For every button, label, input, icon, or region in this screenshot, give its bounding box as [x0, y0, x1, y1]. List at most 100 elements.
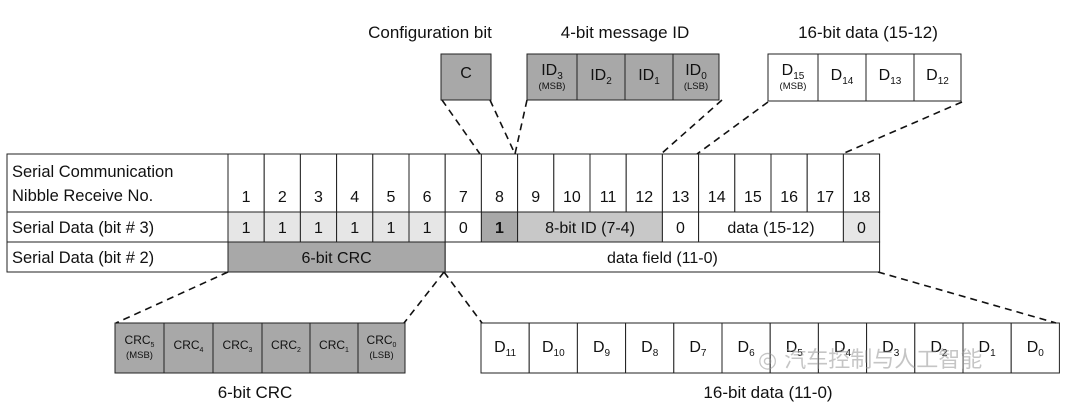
data-hi-box-label: D14	[831, 67, 854, 87]
nibble-number: 1	[242, 189, 251, 206]
row-header-nibble-line1: Serial Communication	[12, 163, 173, 181]
bit3-value: 8-bit ID (7-4)	[545, 220, 635, 237]
nibble-number: 10	[563, 189, 581, 206]
id-box-cell	[672, 53, 720, 101]
nibble-number-cell	[553, 153, 591, 213]
watermark: ◎ 汽车控制与人工智能	[758, 348, 983, 373]
message-id-title: 4-bit message ID	[561, 23, 690, 42]
config-bit-cell	[440, 53, 492, 101]
data-lo-label: D9	[593, 339, 611, 359]
nibble-number: 17	[816, 189, 834, 206]
data-hi-box-label: D15	[782, 62, 805, 82]
connector-config-right	[489, 99, 516, 155]
data-lo-cell	[528, 322, 578, 374]
data-hi-box-cell	[817, 53, 867, 102]
nibble-number-cell	[408, 153, 446, 213]
connector-lines	[115, 99, 1057, 324]
data-lo-label: D11	[494, 339, 516, 359]
data-bottom-title: 16-bit data (11-0)	[703, 383, 832, 402]
data-lo-label: D3	[882, 339, 900, 359]
data-lo-cell	[914, 322, 964, 374]
nibble-number: 18	[853, 189, 871, 206]
bit3-value: 0	[459, 220, 468, 237]
data-lo-label: D8	[641, 339, 659, 359]
bit3-value: 1	[350, 220, 359, 237]
nibble-number: 14	[708, 189, 726, 206]
row-header-nibble-line2: Nibble Receive No.	[12, 187, 153, 205]
connector-data-lo-left	[443, 271, 483, 324]
nibble-number-cell	[842, 153, 881, 213]
data-lo-cell	[769, 322, 819, 374]
crc-box-cell	[309, 322, 359, 374]
connector-config-left	[441, 99, 481, 155]
data-lo-label: D7	[689, 339, 707, 359]
nibble-number: 16	[780, 189, 798, 206]
data-lo-cell	[1010, 322, 1060, 374]
bit3-value: 1	[242, 220, 251, 237]
data-lo-label: D10	[542, 339, 565, 359]
nibble-number: 3	[314, 189, 323, 206]
bit3-value: data (15-12)	[727, 220, 814, 237]
id-box-note: (MSB)	[539, 81, 566, 92]
id-box-cell	[624, 53, 674, 101]
crc-box-note: (LSB)	[369, 350, 393, 361]
connector-data-hi-right	[841, 101, 963, 155]
data-hi-box-cell	[913, 53, 962, 102]
config-bit-label: C	[460, 65, 472, 82]
nibble-number: 11	[600, 189, 617, 206]
connector-id-right	[660, 99, 723, 155]
data-lo-label: D2	[930, 339, 948, 359]
bit2-data-cell	[444, 241, 881, 273]
bit3-cell	[661, 211, 700, 243]
bit2-data-label: data field (11-0)	[607, 250, 718, 267]
data-hi-box-cell	[767, 53, 819, 102]
data-lo-cell	[480, 322, 530, 374]
row-header-nibble	[6, 153, 229, 213]
crc-box-cell	[114, 322, 165, 374]
crc-box-label: CRC0	[367, 333, 397, 349]
bit3-value: 1	[386, 220, 395, 237]
bit3-value: 1	[278, 220, 287, 237]
nibble-number: 5	[386, 189, 395, 206]
watermark-text: 汽车控制与人工智能	[784, 348, 983, 373]
nibble-number: 9	[531, 189, 540, 206]
nibble-number: 12	[635, 189, 653, 206]
crc-box-note: (MSB)	[126, 350, 153, 361]
config-bit-box: C	[440, 53, 492, 101]
nibble-number-cell	[263, 153, 301, 213]
data-lo-cell	[721, 322, 771, 374]
connector-id-left	[514, 99, 528, 155]
row-header-bit3-label: Serial Data (bit # 3)	[12, 219, 154, 237]
id-box-label: ID0	[685, 62, 707, 82]
nibble-number: 4	[350, 189, 359, 206]
crc-box-cell	[212, 322, 263, 374]
bit3-cell	[299, 211, 338, 243]
data-hi-box-label: D12	[926, 67, 949, 87]
crc-box-cell	[357, 322, 406, 374]
bit3-value: 0	[857, 220, 866, 237]
id-box-label: ID1	[638, 67, 660, 87]
crc-box-label: CRC5	[125, 333, 155, 349]
nibble-number-cell	[444, 153, 482, 213]
data-lo-cell	[576, 322, 627, 374]
crc-box-label: CRC4	[174, 338, 204, 354]
nibble-number-cell	[625, 153, 663, 213]
data-lo-cell	[962, 322, 1012, 374]
connector-data-lo-right	[877, 271, 1057, 324]
bit3-value: 0	[676, 220, 685, 237]
crc-box-label: CRC2	[271, 338, 301, 354]
bit3-cell	[444, 211, 482, 243]
data-hi-box-label: D13	[879, 67, 902, 87]
nibble-number-cell	[372, 153, 410, 213]
config-bit-title: Configuration bit	[368, 23, 492, 42]
bit3-value: 1	[314, 220, 323, 237]
data-lo-label: D1	[979, 339, 997, 359]
nibble-number-cell	[661, 153, 700, 213]
nibble-number-cell	[227, 153, 265, 213]
